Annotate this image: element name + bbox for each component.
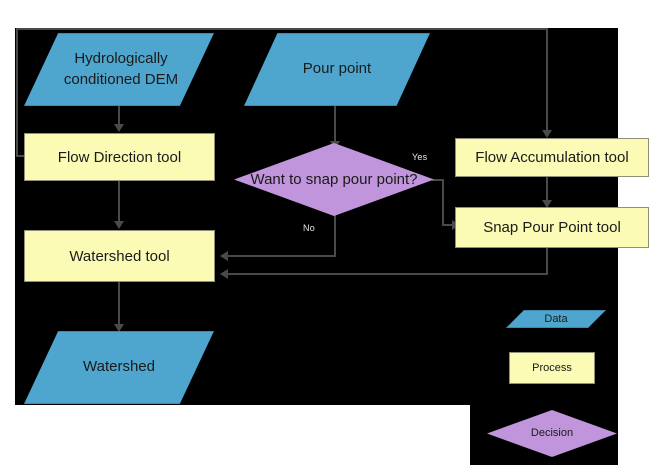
node-flow-accumulation-tool[interactable]: Flow Accumulation tool — [455, 138, 649, 177]
data-parallelogram-shape — [24, 331, 214, 404]
connector-flow-direction-to-watershed-tool — [118, 181, 120, 223]
node-label: Watershed — [83, 358, 155, 376]
node-label: Watershed tool — [69, 247, 170, 265]
connector-to-flow-accumulation — [546, 28, 548, 132]
connector-no-vertical — [334, 215, 336, 257]
connector-snap-to-watershed-tool — [228, 273, 548, 275]
node-watershed-tool[interactable]: Watershed tool — [24, 230, 215, 282]
edge-label-yes: Yes — [412, 152, 428, 162]
node-label: Flow Direction tool — [57, 148, 182, 166]
node-label: Want to snap pour point? — [250, 170, 418, 188]
node-label: Hydrologically conditioned DEM — [63, 50, 179, 88]
connector-top-rail — [16, 28, 548, 30]
arrowhead-watershed-tool-snap — [220, 269, 228, 279]
connector-flow-accumulation-to-snap — [546, 176, 548, 203]
connector-into-flow-direction-left — [16, 155, 26, 157]
arrowhead-watershed — [114, 324, 124, 332]
node-snap-pour-point-tool[interactable]: Snap Pour Point tool — [455, 207, 649, 248]
legend-label-process: Process — [532, 362, 572, 374]
connector-no-horizontal — [228, 255, 336, 257]
arrowhead-snap-from-accumulation — [542, 200, 552, 208]
arrowhead-watershed-tool-top — [114, 221, 124, 229]
node-hydrologically-conditioned-dem[interactable]: Hydrologically conditioned DEM — [24, 33, 214, 106]
connector-yes-horizontal — [432, 179, 444, 181]
legend-label-data: Data — [544, 312, 568, 325]
connector-watershed-tool-to-watershed — [118, 282, 120, 326]
node-label: Pour point — [302, 60, 372, 78]
data-parallelogram-shape — [244, 33, 430, 106]
connector-snap-vertical — [546, 247, 548, 275]
node-label: Flow Accumulation tool — [475, 149, 629, 166]
node-pour-point[interactable]: Pour point — [244, 33, 430, 106]
node-label: Snap Pour Point tool — [483, 219, 621, 236]
edge-label-no: No — [303, 223, 315, 233]
connector-pour-point-to-decision — [334, 106, 336, 144]
legend-item-decision: Decision — [487, 410, 617, 457]
node-want-to-snap-pour-point-decision[interactable]: Want to snap pour point? — [234, 143, 434, 216]
node-flow-direction-tool[interactable]: Flow Direction tool — [24, 133, 215, 181]
connector-yes-vertical — [442, 179, 444, 225]
arrowhead-flow-accumulation — [542, 130, 552, 138]
arrowhead-flow-direction — [114, 124, 124, 132]
node-watershed[interactable]: Watershed — [24, 331, 214, 404]
connector-dem-to-flow-direction — [118, 106, 120, 126]
legend-item-process: Process — [509, 352, 595, 384]
arrowhead-watershed-tool-no — [220, 251, 228, 261]
connector-left-riser — [16, 28, 18, 157]
legend-item-data: Data — [506, 310, 606, 328]
legend-label-decision: Decision — [530, 427, 574, 440]
connector-yes-into-snap — [442, 224, 454, 226]
